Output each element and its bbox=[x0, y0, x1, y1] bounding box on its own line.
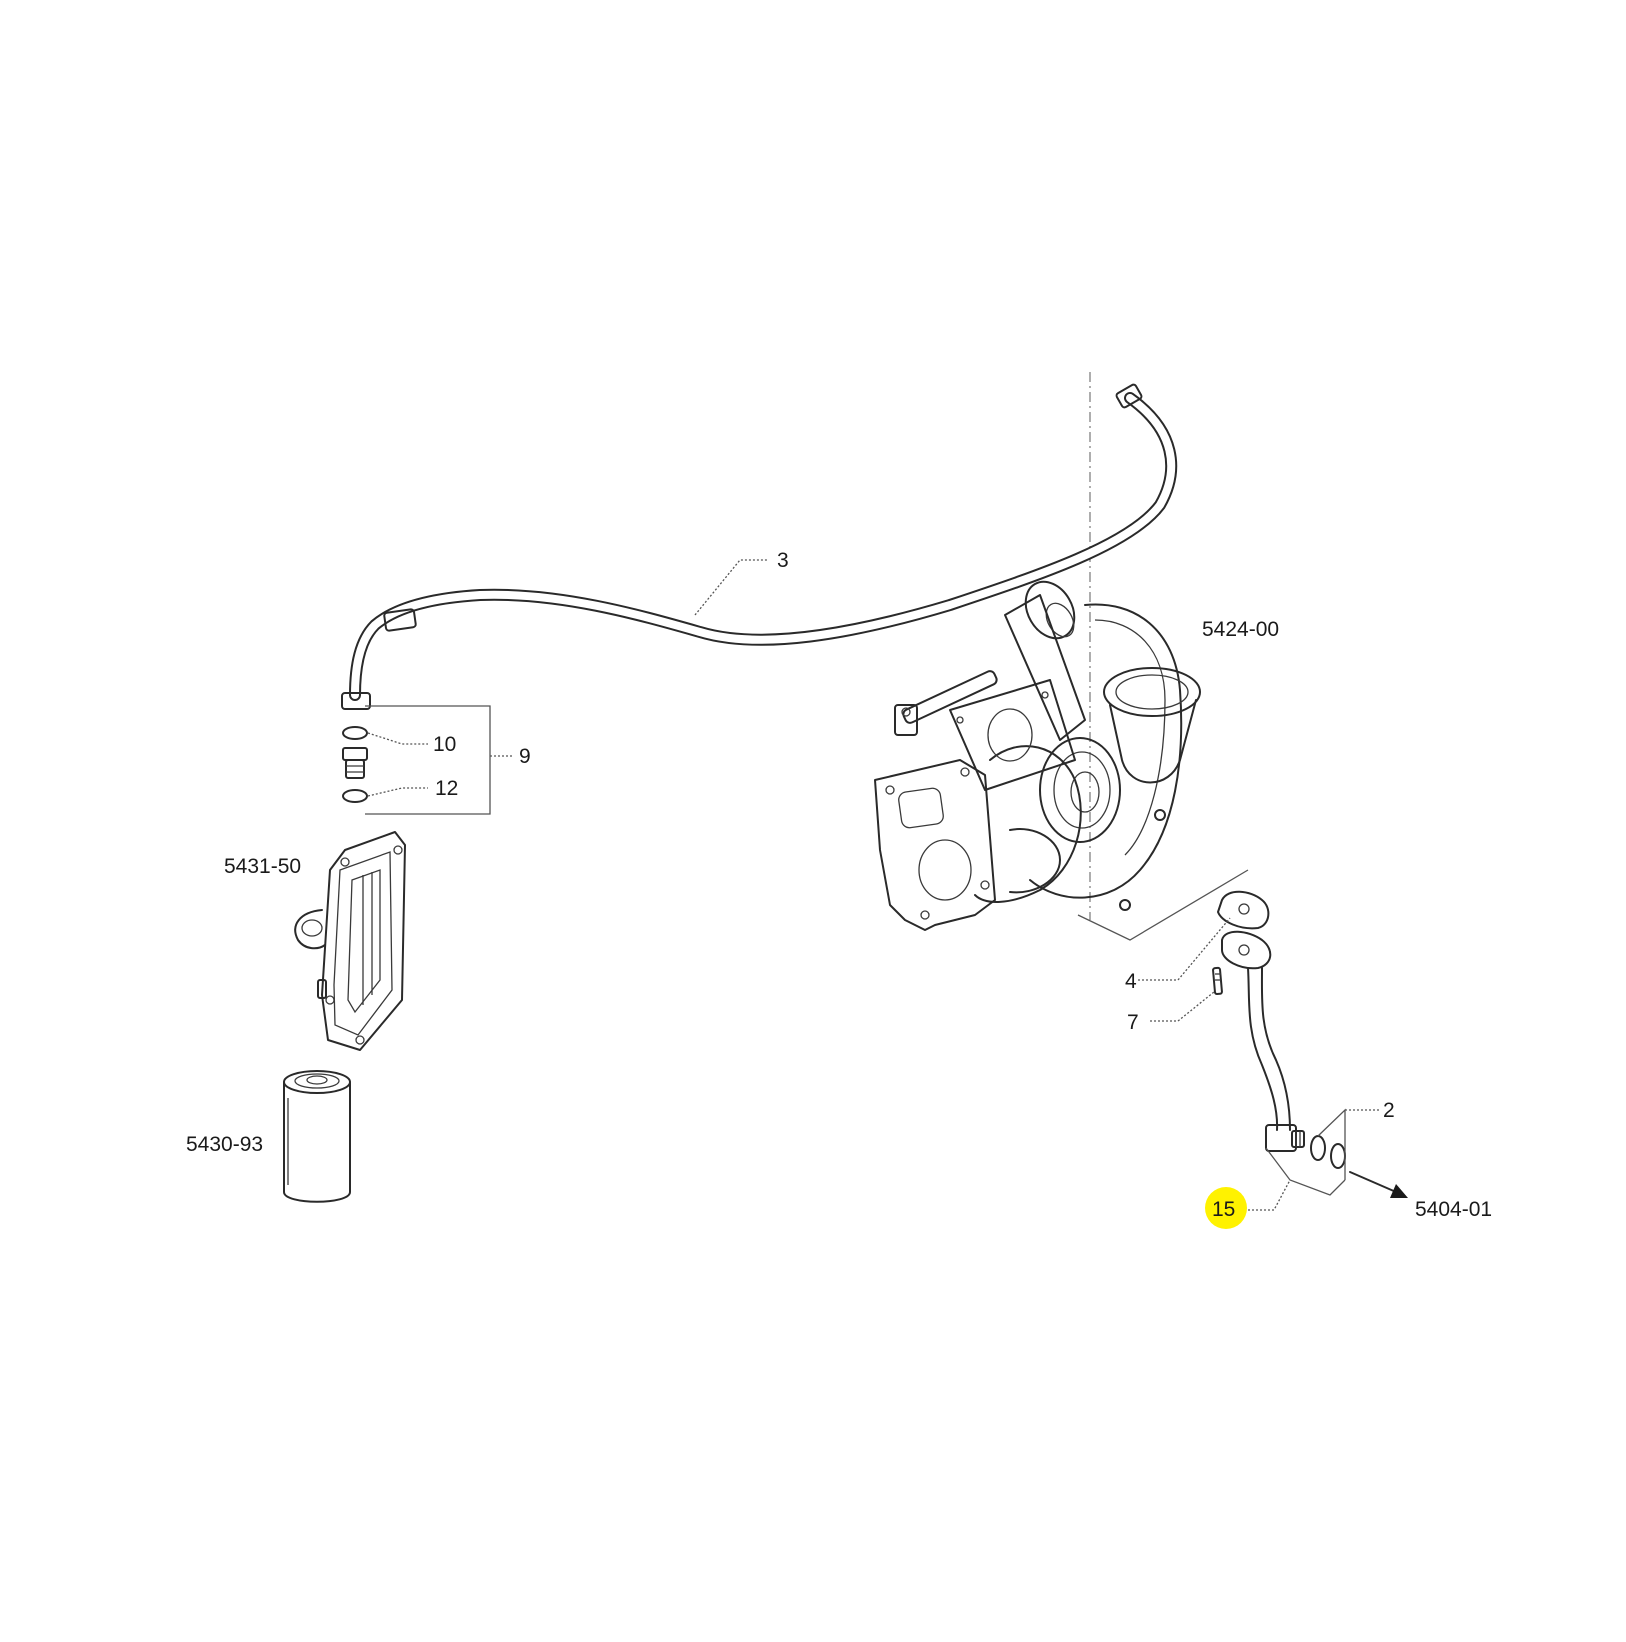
turbocharger-5424-00[interactable] bbox=[874, 573, 1201, 931]
callout-3[interactable]: 3 bbox=[777, 549, 789, 572]
leader-4 bbox=[1138, 917, 1231, 981]
leader-7 bbox=[1150, 991, 1215, 1022]
callout-7[interactable]: 7 bbox=[1127, 1011, 1139, 1034]
bracket-15 bbox=[1265, 1147, 1346, 1196]
callout-10[interactable]: 10 bbox=[433, 733, 456, 756]
leader-12 bbox=[367, 787, 428, 797]
leader-3 bbox=[694, 559, 768, 616]
callout-2[interactable]: 2 bbox=[1383, 1099, 1395, 1122]
bracket-4 bbox=[1077, 869, 1249, 941]
leader-10 bbox=[367, 732, 428, 745]
callout-9[interactable]: 9 bbox=[519, 745, 531, 768]
adapter-fitting-assembly[interactable] bbox=[342, 726, 368, 803]
oil-filter-cartridge-5430-93[interactable] bbox=[283, 1070, 351, 1203]
callout-5431-50[interactable]: 5431-50 bbox=[224, 855, 301, 878]
oil-filter-housing-5431-50[interactable] bbox=[294, 831, 406, 1051]
o-rings-part-2[interactable] bbox=[1310, 1135, 1346, 1169]
callout-5424-00[interactable]: 5424-00 bbox=[1202, 618, 1279, 641]
oil-return-pipe-part-15[interactable] bbox=[1221, 930, 1305, 1152]
highlight-marker bbox=[1205, 1187, 1247, 1229]
stud-part-7[interactable] bbox=[1212, 966, 1223, 996]
callout-5430-93[interactable]: 5430-93 bbox=[186, 1133, 263, 1156]
callout-5404-01[interactable]: 5404-01 bbox=[1415, 1198, 1492, 1221]
callout-15[interactable]: 15 bbox=[1212, 1198, 1235, 1221]
o-ring-part-10[interactable] bbox=[342, 726, 368, 740]
gasket-part-4[interactable] bbox=[1217, 890, 1270, 930]
leader-15 bbox=[1248, 1179, 1291, 1211]
o-ring-part-12[interactable] bbox=[342, 789, 368, 803]
oil-feed-hose-part-3[interactable] bbox=[341, 383, 1178, 710]
bracket-9 bbox=[365, 705, 491, 815]
callout-12[interactable]: 12 bbox=[435, 777, 458, 800]
reference-arrow-5404-01 bbox=[1349, 1171, 1408, 1198]
callout-4[interactable]: 4 bbox=[1125, 970, 1137, 993]
bracket-2 bbox=[1317, 1108, 1346, 1180]
